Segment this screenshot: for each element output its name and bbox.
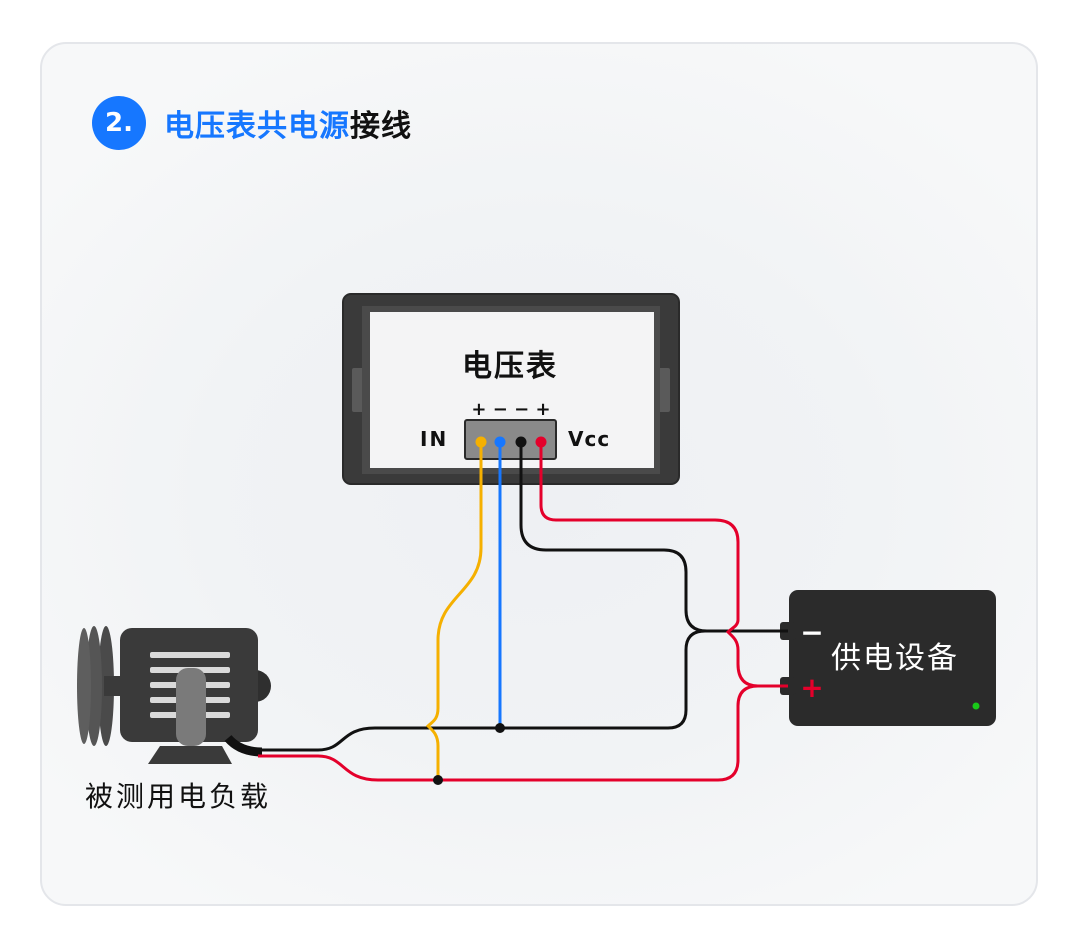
terminal-vcc-negative <box>515 436 527 448</box>
motor-base <box>148 746 232 764</box>
terminal-polarity-signs: + − − + <box>471 399 550 420</box>
section-title: 电压表共电源接线 <box>164 101 412 145</box>
motor-pulley-groove-2 <box>86 626 102 746</box>
wire-yellow-in-positive <box>425 440 483 780</box>
voltmeter-title: 电压表 <box>462 349 558 384</box>
motor-junction-box <box>176 668 206 746</box>
power-supply-minus-sign: − <box>800 616 823 649</box>
voltmeter: 电压表 + − − + IN Vcc <box>342 293 680 485</box>
voltmeter-right-clip <box>658 368 670 412</box>
terminal-block <box>464 419 557 460</box>
wire-black-load-negative <box>258 629 788 752</box>
wire-black-vcc-negative <box>519 440 788 633</box>
meter-terminals <box>475 436 547 448</box>
motor-vent-1 <box>150 652 230 658</box>
motor-shaft <box>104 676 124 696</box>
terminal-vcc-positive <box>535 436 547 448</box>
junction-positive <box>433 775 443 785</box>
label-in: IN <box>420 427 448 451</box>
step-number-badge: 2. <box>92 96 146 150</box>
load-label: 被测用电负载 <box>85 780 271 813</box>
voltmeter-left-clip <box>352 368 364 412</box>
section-title-highlight: 电压表共电源 <box>164 109 350 144</box>
power-supply: − + 供电设备 <box>780 590 996 726</box>
power-supply-body <box>789 590 996 726</box>
junction-negative <box>495 723 505 733</box>
section-heading: 2. 电压表共电源接线 <box>92 96 412 150</box>
power-supply-label: 供电设备 <box>831 641 959 676</box>
load-motor: 被测用电负载 <box>77 626 271 813</box>
section-title-rest: 接线 <box>350 109 412 144</box>
label-vcc: Vcc <box>568 427 610 451</box>
wire-red-load-positive <box>258 684 788 782</box>
motor-pulley-groove-3 <box>77 628 91 744</box>
power-supply-plus-sign: + <box>800 671 823 704</box>
power-indicator-led <box>972 702 980 710</box>
wires <box>258 440 788 785</box>
wire-red-vcc-positive <box>539 440 788 688</box>
terminal-in-negative <box>494 436 506 448</box>
terminal-in-positive <box>475 436 487 448</box>
motor-cable-sheath <box>224 734 263 757</box>
